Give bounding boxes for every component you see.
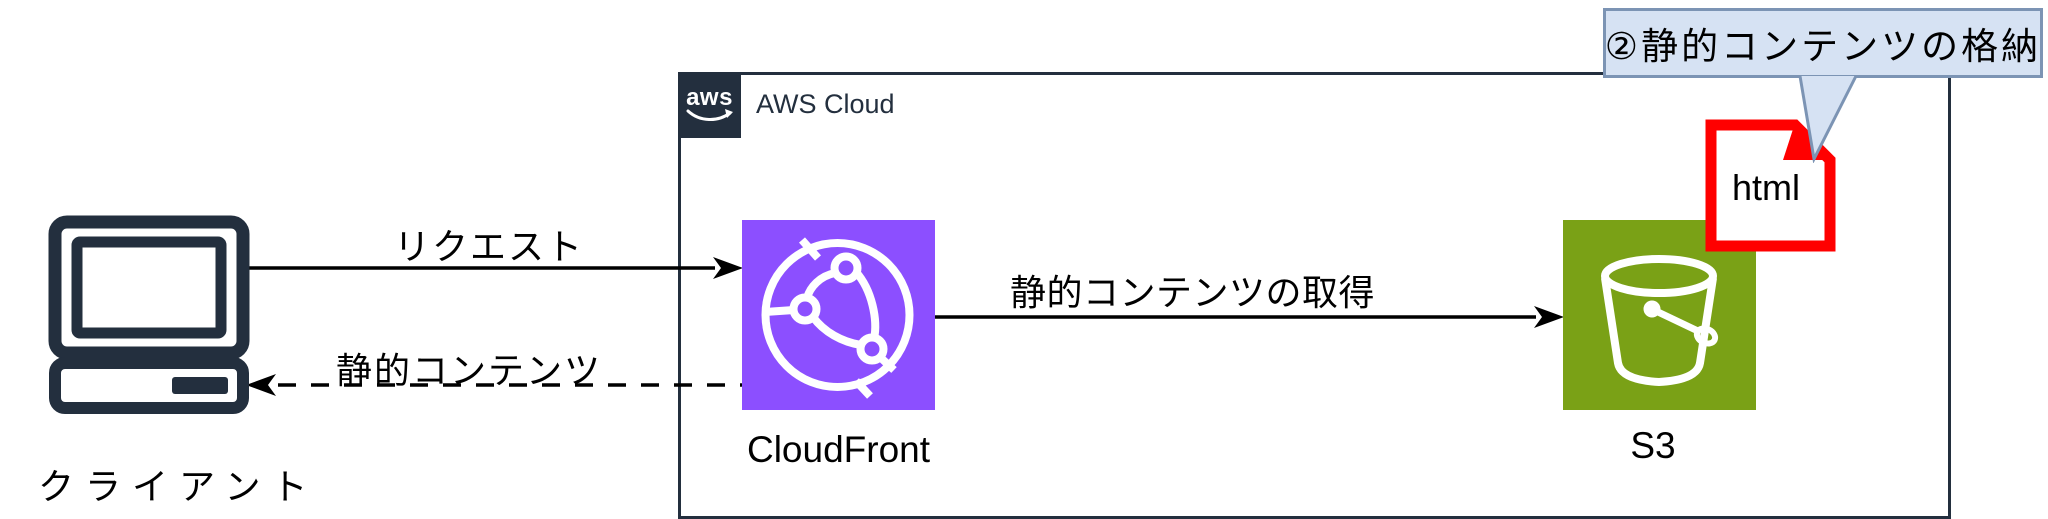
aws-logo-text: aws: [686, 84, 733, 111]
aws-cloud-box: [678, 72, 1951, 519]
request-arrow-label: リクエスト: [394, 226, 585, 267]
return-arrow: [246, 374, 743, 396]
cloudfront-node: [742, 220, 935, 410]
html-file-icon: [1705, 119, 1836, 252]
cloudfront-label: CloudFront: [746, 429, 931, 470]
client-label: クライアント: [38, 466, 319, 507]
cloudfront-globe-icon: [761, 237, 914, 399]
request-arrow: [243, 257, 743, 279]
html-file-label: html: [1731, 167, 1800, 208]
aws-smile-icon: [686, 109, 733, 121]
fetch-arrow-label: 静的コンテンツの取得: [1010, 272, 1376, 313]
s3-node: [1563, 220, 1756, 410]
callout-bubble: ②静的コンテンツの格納: [1603, 8, 2043, 78]
s3-bucket-icon: [1601, 255, 1719, 386]
s3-label: S3: [1630, 425, 1676, 466]
fetch-arrow: [935, 306, 1564, 328]
callout-text: ②静的コンテンツの格納: [1604, 26, 2042, 67]
client-computer-icon: [48, 215, 250, 414]
callout-tail: [1798, 75, 1858, 163]
return-arrow-label: 静的コンテンツ: [336, 350, 603, 391]
aws-logo: aws: [678, 72, 741, 138]
aws-cloud-label: AWS Cloud: [756, 89, 895, 119]
